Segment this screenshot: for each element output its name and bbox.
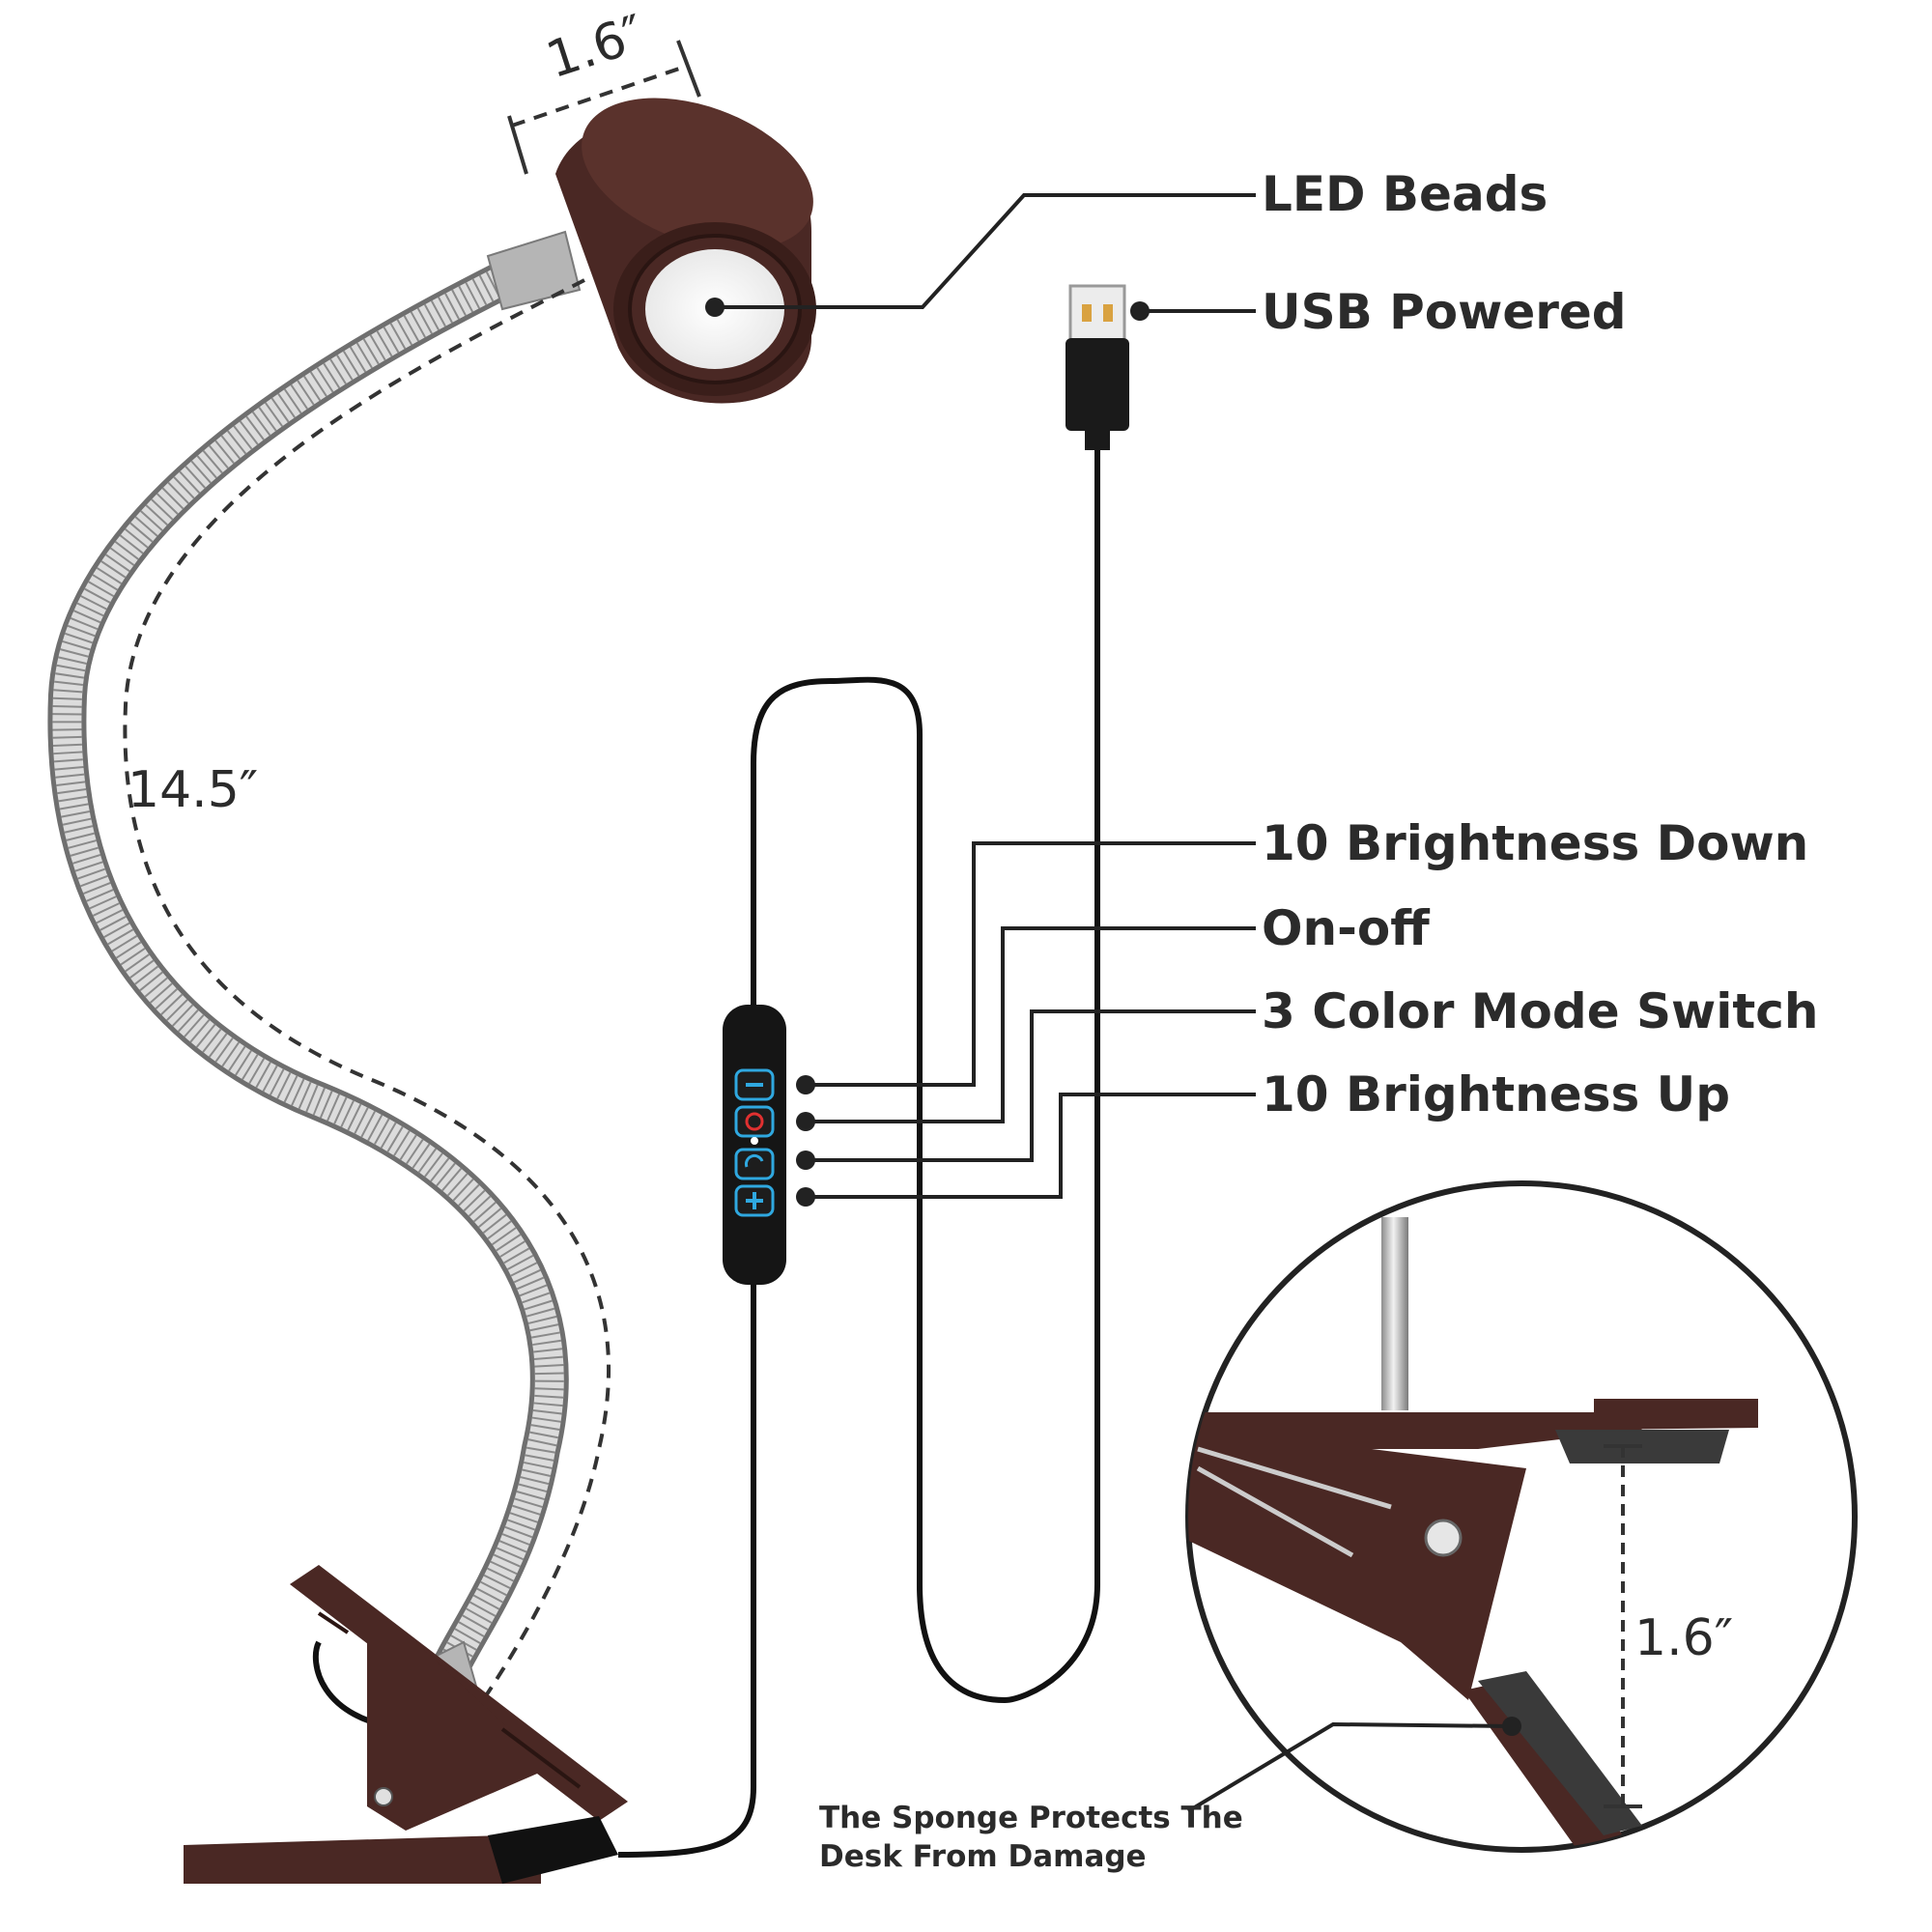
label-brightness-up: 10 Brightness Up bbox=[1262, 1066, 1731, 1122]
callout-dots bbox=[796, 301, 1150, 1207]
sponge-note-line2: Desk From Damage bbox=[819, 1839, 1147, 1874]
clip-base bbox=[184, 1565, 628, 1884]
label-led-beads: LED Beads bbox=[1262, 166, 1548, 222]
sponge-note: The Sponge Protects The Desk From Damage bbox=[819, 1799, 1243, 1876]
gooseneck-dimension-line bbox=[123, 278, 611, 1702]
dim-gooseneck-length: 14.5″ bbox=[128, 761, 259, 819]
head-width-dimension bbox=[507, 40, 701, 175]
inline-controller bbox=[723, 1005, 786, 1285]
label-usb-powered: USB Powered bbox=[1262, 284, 1627, 340]
dim-clip-opening: 1.6″ bbox=[1634, 1609, 1734, 1667]
label-on-off: On-off bbox=[1262, 900, 1430, 956]
usb-plug bbox=[1065, 284, 1129, 450]
callout-lines bbox=[715, 193, 1256, 1199]
gooseneck-arm bbox=[47, 230, 582, 1726]
lamp-head bbox=[555, 98, 816, 404]
label-brightness-down: 10 Brightness Down bbox=[1262, 815, 1809, 871]
label-color-mode: 3 Color Mode Switch bbox=[1262, 983, 1819, 1039]
sponge-note-line1: The Sponge Protects The bbox=[819, 1801, 1243, 1835]
zoom-circle bbox=[1185, 1180, 1858, 1853]
cables bbox=[617, 450, 1100, 1858]
